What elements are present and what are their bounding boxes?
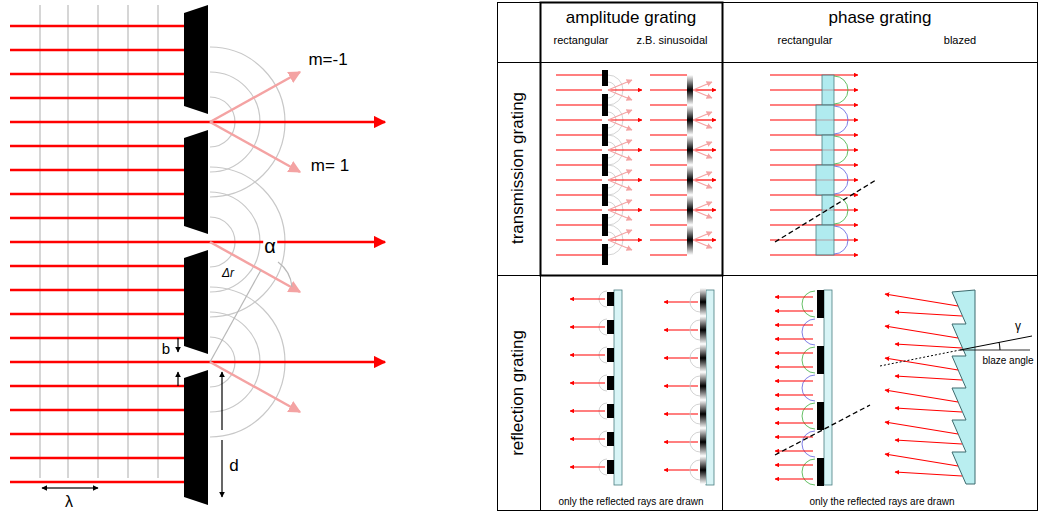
symbol-label: m=-1 — [307, 51, 348, 70]
table-header: amplitude grating — [565, 9, 697, 28]
symbol-label: b — [161, 341, 171, 358]
table-header: transmission grating — [509, 91, 528, 245]
note-text: only the reflected rays are drawn — [808, 496, 955, 507]
table-header: reflection grating — [509, 329, 528, 457]
table-header: blazed — [943, 34, 977, 46]
note-text: blaze angle — [981, 355, 1034, 366]
note-text: γ — [1014, 320, 1022, 333]
symbol-label: Δr — [221, 267, 235, 280]
note-text: only the reflected rays are drawn — [557, 496, 704, 507]
symbol-label: λ — [64, 493, 74, 511]
symbol-label: α — [263, 235, 277, 257]
grating-table — [498, 3, 1038, 511]
table-header: rectangular — [552, 34, 609, 46]
symbol-label: m= 1 — [310, 157, 350, 176]
table-header: rectangular — [776, 34, 833, 46]
table-header: phase grating — [827, 9, 932, 28]
table-header: z.B. sinusoidal — [636, 34, 709, 46]
grating-sketches — [556, 70, 1032, 486]
slit-grating — [10, 5, 385, 505]
symbol-label: d — [228, 457, 239, 476]
